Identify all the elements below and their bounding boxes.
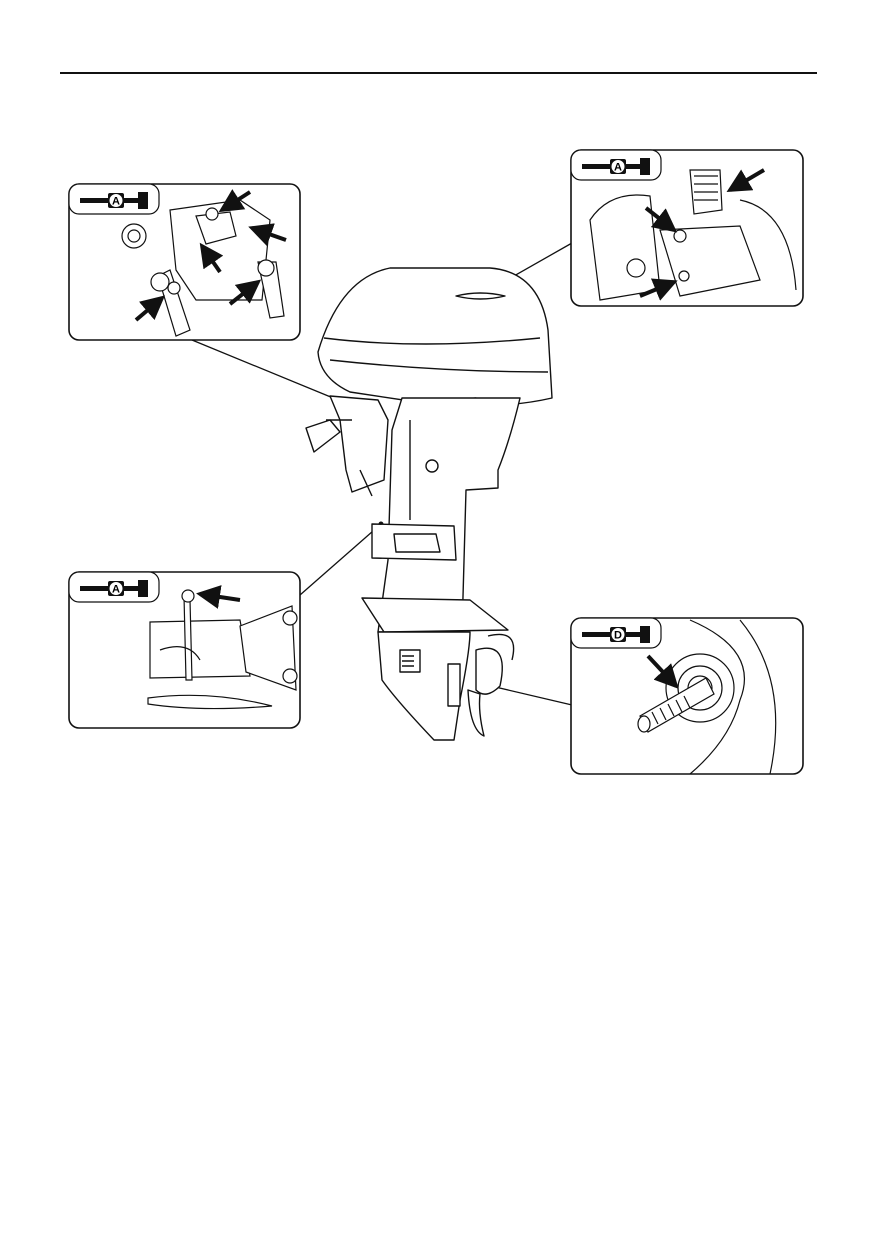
- header-rule: [60, 72, 817, 74]
- lubricant-code: A: [112, 584, 120, 596]
- callout-lower-right: D: [570, 617, 804, 775]
- callout-upper-right: A: [570, 149, 804, 307]
- outboard-motor-drawing: [305, 267, 553, 741]
- grease-gun-icon: A: [582, 158, 650, 175]
- lubricant-code: A: [112, 196, 120, 208]
- grease-gun-icon: D: [582, 626, 650, 643]
- callout-lower-left: A: [68, 571, 301, 729]
- callout-upper-left: A: [68, 183, 301, 341]
- lubricant-code: D: [614, 630, 622, 642]
- grease-gun-icon: A: [80, 192, 148, 209]
- grease-gun-icon: A: [80, 580, 148, 597]
- lubricant-code: A: [614, 162, 622, 174]
